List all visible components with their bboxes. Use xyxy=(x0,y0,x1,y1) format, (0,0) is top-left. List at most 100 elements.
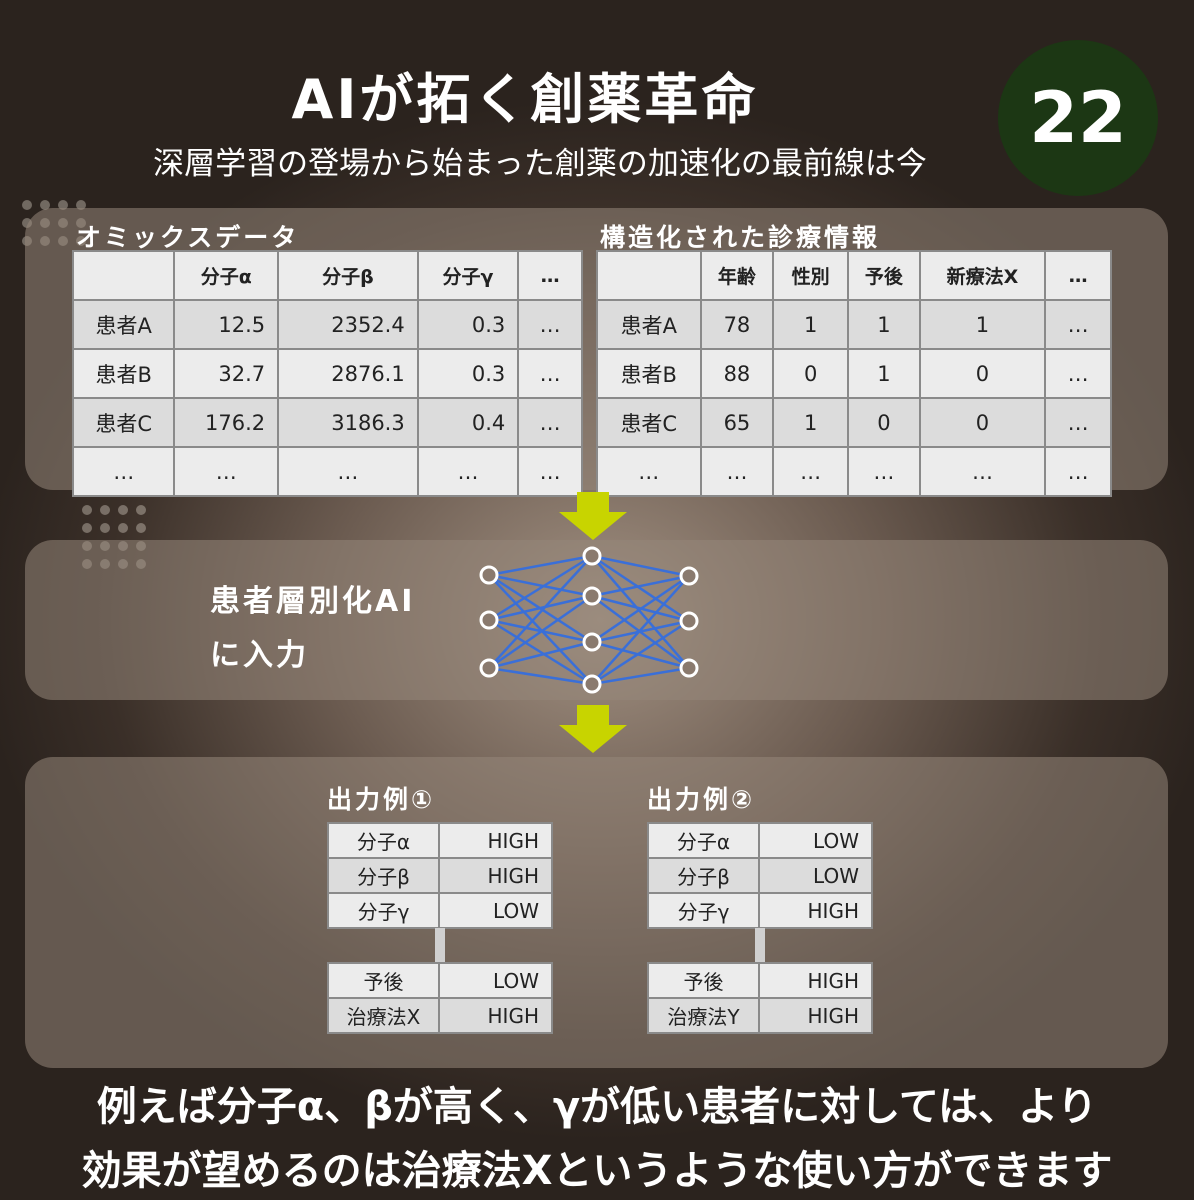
table-cell: … xyxy=(71,446,176,497)
table-cell: 176.2 xyxy=(173,397,280,448)
table-cell: … xyxy=(1044,299,1112,350)
table-cell: 分子β xyxy=(327,857,440,894)
network-edge xyxy=(488,554,593,622)
network-node xyxy=(679,658,699,678)
network-edge xyxy=(591,555,690,669)
table-cell: … xyxy=(1044,397,1112,448)
table-cell: HIGH xyxy=(758,892,873,929)
network-edge xyxy=(488,554,593,577)
clinical-title: 構造化された診療情報 xyxy=(600,223,881,252)
arrow-down-icon xyxy=(559,512,627,540)
table-cell: … xyxy=(596,446,702,497)
table-cell: HIGH xyxy=(438,822,553,859)
table-cell: … xyxy=(1044,446,1112,497)
output-panel xyxy=(25,757,1168,1068)
table-cell: 12.5 xyxy=(173,299,280,350)
table-cell: HIGH xyxy=(758,997,873,1034)
column-header: 性別 xyxy=(772,250,850,301)
table-cell: 88 xyxy=(699,348,775,399)
network-edge xyxy=(488,594,593,670)
table-cell: … xyxy=(847,446,921,497)
number-badge: 22 xyxy=(998,40,1158,196)
network-node xyxy=(679,566,699,586)
table-cell: 治療法Y xyxy=(647,997,760,1034)
table-cell: … xyxy=(416,446,520,497)
network-edge xyxy=(488,573,593,598)
output-title: 出力例① xyxy=(327,785,436,814)
table-cell: LOW xyxy=(758,822,873,859)
table-cell: 予後 xyxy=(327,962,440,999)
column-header: 年齢 xyxy=(699,250,775,301)
network-node xyxy=(479,610,499,630)
network-edge xyxy=(591,666,690,686)
table-cell: 0 xyxy=(918,348,1047,399)
table-cell: HIGH xyxy=(438,997,553,1034)
column-header: … xyxy=(1044,250,1112,301)
connector xyxy=(435,928,445,962)
table-cell: … xyxy=(1044,348,1112,399)
table-cell: 患者C xyxy=(71,397,176,448)
column-header: 予後 xyxy=(847,250,921,301)
network-node xyxy=(582,546,602,566)
network-edge xyxy=(591,640,690,670)
table-cell: LOW xyxy=(758,857,873,894)
network-edge xyxy=(488,618,593,686)
arrow-down-icon xyxy=(559,725,627,753)
table-cell: 3186.3 xyxy=(277,397,419,448)
table-cell: … xyxy=(277,446,419,497)
table-header-row: 年齢性別予後新療法X… xyxy=(596,250,1112,301)
table-cell: 1 xyxy=(847,348,921,399)
table-cell: … xyxy=(517,397,583,448)
table-cell: 65 xyxy=(699,397,775,448)
table-cell: 2876.1 xyxy=(277,348,419,399)
arrow-down-icon xyxy=(577,492,609,514)
footer-line-1: 例えば分子α、βが高く、γが低い患者に対しては、より xyxy=(96,1084,1098,1130)
table-cell: 分子β xyxy=(647,857,760,894)
table-cell: 分子γ xyxy=(327,892,440,929)
table-cell: HIGH xyxy=(758,962,873,999)
network-edge xyxy=(591,554,690,623)
table-cell: 予後 xyxy=(647,962,760,999)
network-edge xyxy=(591,554,690,578)
table-cell: 患者B xyxy=(596,348,702,399)
table-cell: … xyxy=(918,446,1047,497)
table-cell: 治療法X xyxy=(327,997,440,1034)
network-edge xyxy=(488,594,593,622)
output-title: 出力例② xyxy=(647,785,756,814)
table-cell: 患者B xyxy=(71,348,176,399)
table-cell: 1 xyxy=(772,299,850,350)
network-edge xyxy=(488,640,593,670)
network-edge xyxy=(488,666,593,686)
table-cell: … xyxy=(772,446,850,497)
table-cell: 0 xyxy=(847,397,921,448)
table-cell: 0.4 xyxy=(416,397,520,448)
arrow-down-icon xyxy=(577,705,609,727)
footer-line-2: 効果が望めるのは治療法Xというような使い方ができます xyxy=(81,1148,1113,1194)
network-node xyxy=(479,565,499,585)
network-edge xyxy=(591,574,690,598)
table-cell: 1 xyxy=(772,397,850,448)
network-edge xyxy=(488,555,593,669)
table-cell: 患者A xyxy=(596,299,702,350)
table-cell: … xyxy=(173,446,280,497)
table-cell: 1 xyxy=(847,299,921,350)
table-cell: … xyxy=(517,299,583,350)
table-cell: 0.3 xyxy=(416,299,520,350)
network-edge xyxy=(591,619,690,686)
table-cell: 患者C xyxy=(596,397,702,448)
network-node xyxy=(582,586,602,606)
